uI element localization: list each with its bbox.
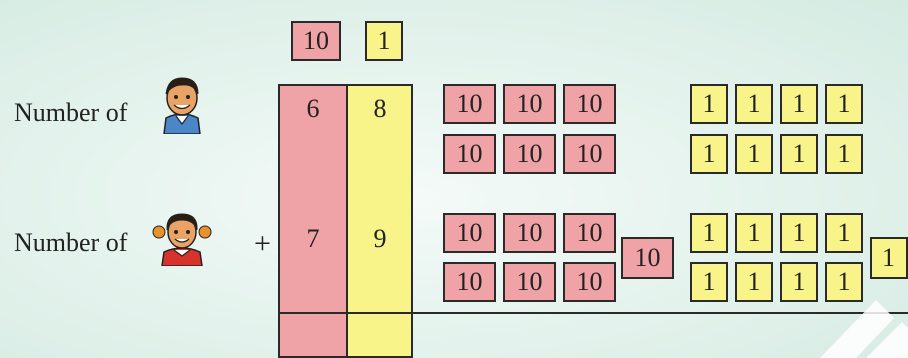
girl-ten-tile: 10: [443, 213, 496, 253]
boy-one-tile: 1: [690, 134, 728, 174]
boy-tens-digit: 6: [280, 94, 346, 124]
regroup-ten-tile: 10: [621, 237, 674, 279]
boy-one-tile: 1: [825, 134, 863, 174]
plus-sign: +: [254, 227, 271, 261]
girl-one-tile: 1: [690, 213, 728, 253]
boy-ten-tile: 10: [563, 134, 616, 174]
tens-column: [278, 84, 348, 358]
boy-ten-tile: 10: [563, 84, 616, 124]
boy-one-tile: 1: [735, 84, 773, 124]
boy-ten-tile: 10: [503, 134, 556, 174]
girl-ten-tile: 10: [443, 262, 496, 302]
tens-header-tile: 10: [291, 21, 341, 61]
boy-ten-tile: 10: [503, 84, 556, 124]
boy-ten-tile: 10: [443, 134, 496, 174]
boy-ten-tile: 10: [443, 84, 496, 124]
girl-one-tile: 1: [735, 262, 773, 302]
girl-ten-tile: 10: [563, 213, 616, 253]
boy-icon: [154, 72, 210, 134]
girl-one-tile: 1: [690, 262, 728, 302]
boy-one-tile: 1: [690, 84, 728, 124]
girl-ten-tile: 10: [503, 213, 556, 253]
girl-ones-digit: 9: [347, 224, 413, 254]
girl-row-label: Number of: [14, 228, 127, 258]
boy-row-label: Number of: [14, 98, 127, 128]
watermark-logo: [780, 270, 908, 358]
girl-icon: [150, 206, 214, 266]
boy-one-tile: 1: [780, 84, 818, 124]
girl-one-tile: 1: [825, 213, 863, 253]
boy-one-tile: 1: [780, 134, 818, 174]
ones-header-tile: 1: [365, 21, 403, 61]
boy-one-tile: 1: [825, 84, 863, 124]
girl-ten-tile: 10: [503, 262, 556, 302]
girl-ten-tile: 10: [563, 262, 616, 302]
girl-tens-digit: 7: [280, 224, 346, 254]
boy-ones-digit: 8: [347, 94, 413, 124]
ones-column: [346, 84, 413, 358]
boy-one-tile: 1: [735, 134, 773, 174]
girl-one-tile: 1: [780, 213, 818, 253]
girl-one-tile: 1: [735, 213, 773, 253]
